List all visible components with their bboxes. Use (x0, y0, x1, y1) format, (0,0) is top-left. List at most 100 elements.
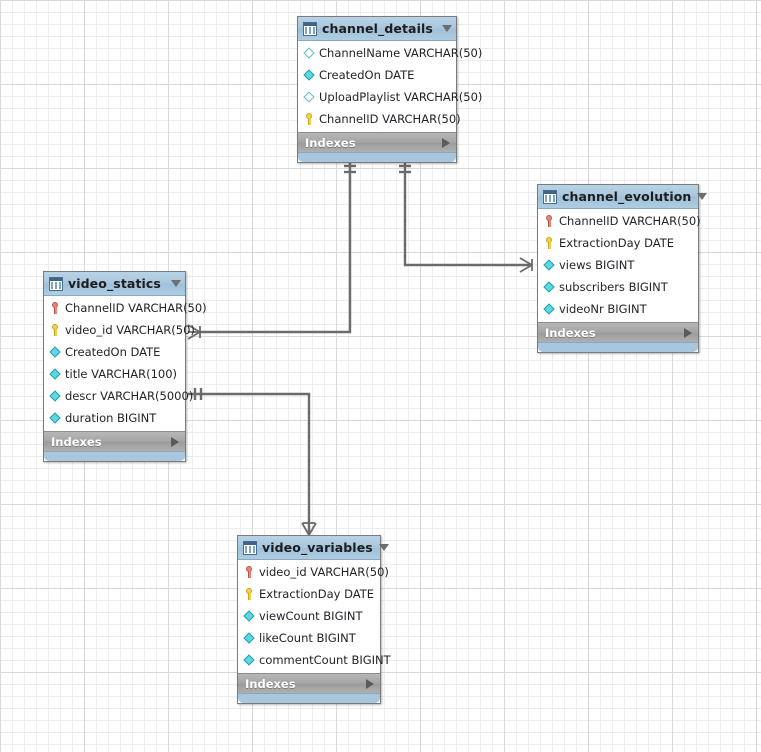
column-label: CreatedOn DATE (65, 345, 161, 359)
table-name: video_variables (262, 540, 373, 555)
column-row[interactable]: video_id VARCHAR(50) (238, 561, 389, 583)
entity-table-video-variables[interactable]: video_variables video_id VARCHAR(50) Ext… (237, 535, 391, 704)
chevron-down-icon[interactable] (171, 280, 181, 287)
column-label: title VARCHAR(100) (65, 367, 178, 381)
column-row[interactable]: descr VARCHAR(5000) (44, 385, 193, 407)
column-row[interactable]: ExtractionDay DATE (238, 583, 380, 605)
table-title-bar[interactable]: video_variables (238, 536, 389, 560)
chevron-right-icon[interactable] (366, 678, 374, 689)
indexes-label: Indexes (305, 135, 356, 150)
diamond-hollow-icon (303, 46, 316, 60)
column-list: ChannelID VARCHAR(50) ExtractionDay DATE… (538, 209, 701, 322)
table-title-bar[interactable]: video_statics (44, 272, 185, 296)
table-base-strip (298, 152, 456, 162)
indexes-label: Indexes (245, 676, 296, 691)
diamond-filled-icon (243, 653, 256, 667)
indexes-section-header[interactable]: Indexes (298, 132, 456, 152)
table-icon (49, 276, 63, 291)
column-row[interactable]: UploadPlaylist VARCHAR(50) (298, 86, 482, 108)
column-label: videoNr BIGINT (559, 302, 647, 316)
table-title-bar[interactable]: channel_evolution (538, 185, 708, 209)
column-label: duration BIGINT (65, 411, 157, 425)
column-label: ChannelID VARCHAR(50) (319, 112, 461, 126)
column-list: video_id VARCHAR(50) ExtractionDay DATE … (238, 560, 391, 673)
diamond-filled-icon (49, 345, 62, 359)
column-label: ExtractionDay DATE (559, 236, 674, 250)
chevron-right-icon[interactable] (171, 436, 179, 447)
column-row[interactable]: subscribers BIGINT (538, 276, 698, 298)
indexes-section-header[interactable]: Indexes (538, 322, 698, 342)
diamond-filled-icon (243, 631, 256, 645)
table-name: channel_details (322, 21, 433, 36)
entity-table-video-statics[interactable]: video_statics ChannelID VARCHAR(50) vide… (43, 271, 207, 462)
column-label: descr VARCHAR(5000) (65, 389, 194, 403)
column-row[interactable]: views BIGINT (538, 254, 698, 276)
column-row[interactable]: commentCount BIGINT (238, 649, 391, 671)
key-yellow-icon (49, 323, 62, 337)
crowfoot-many (519, 257, 533, 273)
column-label: viewCount BIGINT (259, 609, 363, 623)
column-label: video_id VARCHAR(50) (259, 565, 389, 579)
key-yellow-icon (243, 587, 256, 601)
column-row[interactable]: CreatedOn DATE (298, 64, 456, 86)
column-row[interactable]: duration BIGINT (44, 407, 185, 429)
indexes-label: Indexes (51, 434, 102, 449)
chevron-down-icon[interactable] (378, 544, 389, 551)
indexes-section-header[interactable]: Indexes (44, 431, 185, 451)
column-list: ChannelName VARCHAR(50) CreatedOn DATE U… (298, 41, 482, 132)
diamond-filled-icon (49, 389, 62, 403)
table-name: channel_evolution (562, 189, 692, 204)
column-row[interactable]: ChannelID VARCHAR(50) (44, 297, 207, 319)
column-row[interactable]: ExtractionDay DATE (538, 232, 698, 254)
column-label: video_id VARCHAR(50) (65, 323, 195, 337)
table-name: video_statics (68, 276, 161, 291)
column-row[interactable]: videoNr BIGINT (538, 298, 698, 320)
diamond-filled-icon (543, 258, 556, 272)
column-row[interactable]: viewCount BIGINT (238, 605, 380, 627)
diamond-filled-icon (303, 68, 316, 82)
diamond-filled-icon (49, 367, 62, 381)
column-row[interactable]: likeCount BIGINT (238, 627, 380, 649)
column-label: likeCount BIGINT (259, 631, 356, 645)
relationship-channel-details-video-statics (200, 158, 352, 334)
diamond-filled-icon (243, 609, 256, 623)
crowfoot-many (301, 522, 317, 536)
column-label: subscribers BIGINT (559, 280, 668, 294)
column-row[interactable]: video_id VARCHAR(50) (44, 319, 195, 341)
column-row[interactable]: ChannelID VARCHAR(50) (538, 210, 701, 232)
diamond-hollow-icon (303, 90, 316, 104)
column-row[interactable]: title VARCHAR(100) (44, 363, 185, 385)
column-label: ExtractionDay DATE (259, 587, 374, 601)
table-icon (243, 540, 257, 555)
key-red-icon (49, 301, 62, 315)
table-base-strip (44, 451, 185, 461)
indexes-section-header[interactable]: Indexes (238, 673, 380, 693)
table-base-strip (538, 342, 698, 352)
chevron-down-icon[interactable] (697, 193, 708, 200)
entity-table-channel-details[interactable]: channel_details ChannelName VARCHAR(50) … (297, 16, 482, 163)
indexes-label: Indexes (545, 325, 596, 340)
column-label: ChannelID VARCHAR(50) (559, 214, 701, 228)
chevron-down-icon[interactable] (442, 25, 452, 32)
key-red-icon (243, 565, 256, 579)
column-label: UploadPlaylist VARCHAR(50) (319, 90, 483, 104)
column-label: ChannelID VARCHAR(50) (65, 301, 207, 315)
column-row[interactable]: ChannelName VARCHAR(50) (298, 42, 482, 64)
column-label: commentCount BIGINT (259, 653, 391, 667)
column-row[interactable]: ChannelID VARCHAR(50) (298, 108, 461, 130)
relationship-video-statics-video-variables (188, 392, 311, 535)
table-icon (303, 21, 317, 36)
column-label: CreatedOn DATE (319, 68, 415, 82)
chevron-right-icon[interactable] (442, 137, 450, 148)
column-row[interactable]: CreatedOn DATE (44, 341, 185, 363)
column-list: ChannelID VARCHAR(50) video_id VARCHAR(5… (44, 296, 207, 431)
key-red-icon (543, 214, 556, 228)
table-icon (543, 189, 557, 204)
diamond-filled-icon (543, 302, 556, 316)
column-label: ChannelName VARCHAR(50) (319, 46, 483, 60)
table-base-strip (238, 693, 380, 703)
entity-table-channel-evolution[interactable]: channel_evolution ChannelID VARCHAR(50) … (537, 184, 708, 353)
table-title-bar[interactable]: channel_details (298, 17, 456, 41)
chevron-right-icon[interactable] (684, 327, 692, 338)
